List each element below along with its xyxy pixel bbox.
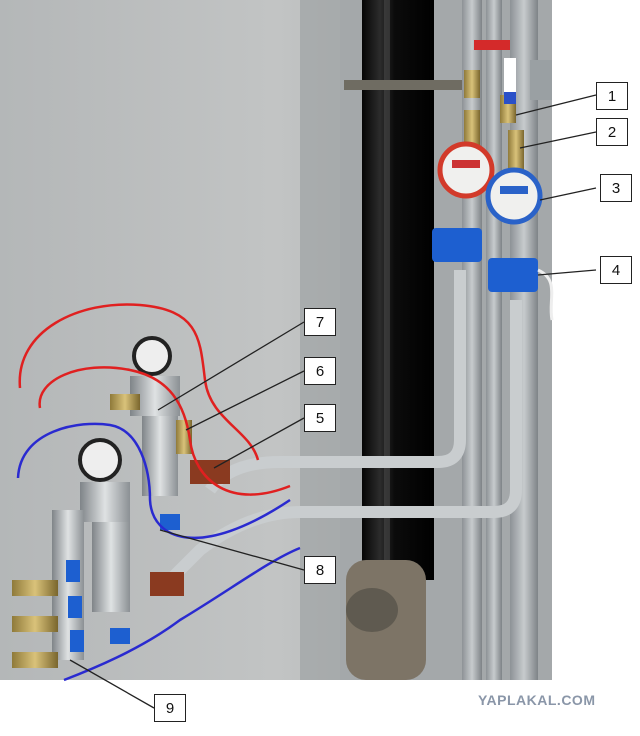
pressure-gauge-upper: [132, 336, 172, 376]
valve-handle-1: [66, 560, 80, 582]
leader-5: [213, 417, 305, 469]
callout-label: 1: [607, 87, 617, 105]
drain-pipe: [362, 0, 434, 580]
outlet-valve-2: [12, 616, 58, 632]
leader-8: [159, 529, 305, 571]
outlet-valve-1: [12, 580, 58, 596]
callout-label: 8: [315, 561, 325, 579]
leader-3: [539, 187, 597, 201]
valve-handle-2: [68, 596, 82, 618]
strainer-cold: [508, 130, 524, 170]
drain-pipe-highlight: [384, 0, 390, 580]
water-meter-hot-counter: [452, 160, 480, 168]
blue-fitting-lower: [110, 628, 130, 644]
callout-label: 9: [165, 699, 175, 717]
leader-6: [185, 370, 305, 431]
ball-valve-cold-cap: [504, 92, 516, 104]
riser-pipe-mid: [486, 0, 502, 680]
callout-label: 6: [315, 362, 325, 380]
cold-water-outline: [16, 422, 301, 682]
callout-label: 7: [315, 313, 325, 331]
water-meter-cold-counter: [500, 186, 528, 194]
callout-label: 4: [611, 261, 621, 279]
manifold-outlet-lower: [150, 572, 184, 596]
water-meter-cold: [485, 167, 543, 225]
supply-pipe-cold: [165, 300, 522, 585]
filter-flask-lower: [92, 522, 130, 612]
callout-5: 5: [304, 404, 336, 432]
leader-1: [515, 94, 597, 116]
manifold-valve-upper: [110, 394, 140, 410]
callout-6: 6: [304, 357, 336, 385]
callout-9: 9: [154, 694, 186, 722]
callout-3: 3: [600, 174, 632, 202]
leader-2: [519, 131, 597, 149]
callout-8: 8: [304, 556, 336, 584]
callout-4: 4: [600, 256, 632, 284]
leader-4: [537, 269, 597, 276]
callout-1: 1: [596, 82, 628, 110]
shutoff-actuator-cold: [488, 258, 538, 292]
ball-valve-cold-handle: [504, 58, 516, 98]
callout-label: 5: [315, 409, 325, 427]
shutoff-actuator-hot: [432, 228, 482, 262]
riser-elbow: [530, 60, 552, 100]
ball-valve-hot-handle: [474, 40, 510, 50]
callout-2: 2: [596, 118, 628, 146]
drain-pipe-socket: [346, 588, 398, 632]
ball-valve-hot-body: [464, 70, 480, 98]
pressure-gauge-lower: [78, 438, 122, 482]
valve-handle-3: [70, 630, 84, 652]
actuator-cable: [537, 268, 554, 321]
leader-7: [157, 321, 305, 411]
callout-7: 7: [304, 308, 336, 336]
strainer-hot: [464, 110, 480, 150]
filter-flask-upper: [142, 416, 178, 496]
callout-label: 2: [607, 123, 617, 141]
leader-9: [69, 659, 155, 709]
watermark: YAPLAKAL.COM: [478, 692, 596, 708]
pipe-clamp: [344, 80, 464, 90]
hot-water-outline: [18, 303, 291, 496]
water-meter-hot: [437, 141, 495, 199]
pressure-reducer-lower: [80, 482, 130, 522]
callout-label: 3: [611, 179, 621, 197]
blue-fitting-upper: [160, 514, 180, 530]
outlet-valve-3: [12, 652, 58, 668]
